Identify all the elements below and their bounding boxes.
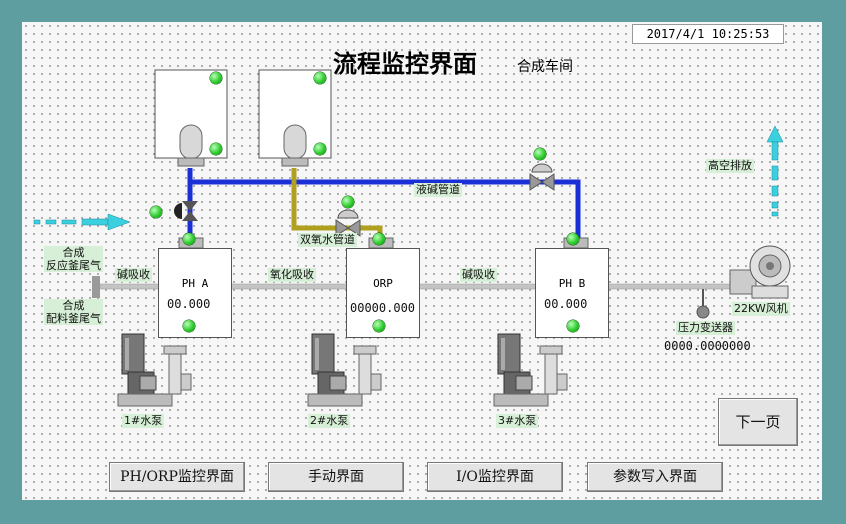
pressure-value: 0000.0000000 bbox=[664, 339, 751, 353]
tank-ph-b-name: PH B bbox=[558, 277, 586, 290]
status-light-icon bbox=[183, 320, 195, 332]
fan-icon bbox=[729, 245, 791, 299]
exhaust-arrow-icon bbox=[766, 125, 784, 217]
tank-ph-a-name: PH A bbox=[181, 277, 209, 290]
status-light-icon bbox=[314, 72, 326, 84]
status-light-icon bbox=[314, 143, 326, 155]
valve-2-icon bbox=[335, 209, 361, 237]
inflow-arrow-icon bbox=[33, 213, 131, 231]
status-light-icon bbox=[342, 196, 354, 208]
status-light-icon bbox=[534, 148, 546, 160]
source-batching-line2: 配料釜尾气 bbox=[46, 312, 101, 325]
status-light-icon bbox=[210, 72, 222, 84]
tank-ph-a-value: 00.000 bbox=[167, 297, 211, 311]
next-page-button[interactable]: 下一页 bbox=[718, 398, 798, 446]
phorp-monitor-button[interactable]: PH/ORP监控界面 bbox=[109, 462, 245, 492]
pump-2-icon bbox=[307, 333, 382, 407]
manual-mode-button[interactable]: 手动界面 bbox=[268, 462, 404, 492]
alkali-absorb-label-1: 碱吸收 bbox=[115, 268, 152, 282]
oxidation-absorb-label: 氧化吸收 bbox=[268, 268, 316, 282]
status-light-icon bbox=[150, 206, 162, 218]
pressure-transmitter-icon bbox=[696, 289, 710, 319]
pump-1-label: 1#水泵 bbox=[122, 414, 165, 428]
pressure-transmitter-label: 压力变送器 bbox=[676, 321, 735, 335]
valve-3-icon bbox=[529, 163, 555, 191]
pump-2-label: 2#水泵 bbox=[308, 414, 351, 428]
valve-1-icon bbox=[174, 201, 198, 221]
tank-orp-value: 00000.000 bbox=[350, 301, 416, 315]
status-light-icon bbox=[567, 320, 579, 332]
pump-1-icon bbox=[117, 333, 192, 407]
status-light-icon bbox=[373, 320, 385, 332]
alkali-pipe bbox=[187, 168, 581, 240]
source-reactor-label: 合成 反应釜尾气 bbox=[44, 246, 103, 272]
status-light-icon bbox=[567, 233, 579, 245]
param-write-button[interactable]: 参数写入界面 bbox=[587, 462, 723, 492]
io-monitor-button[interactable]: I/O监控界面 bbox=[427, 462, 563, 492]
source-batching-line1: 合成 bbox=[62, 299, 85, 312]
tank-orp-name: ORP bbox=[373, 277, 393, 290]
page-title: 流程监控界面 bbox=[333, 49, 477, 78]
tank-ph-a: PH A 00.000 bbox=[158, 248, 232, 338]
tank-ph-b-value: 00.000 bbox=[544, 297, 588, 311]
workshop-subtitle: 合成车间 bbox=[517, 59, 573, 75]
alkali-absorb-label-2: 碱吸收 bbox=[460, 268, 497, 282]
source-reactor-line2: 反应釜尾气 bbox=[46, 259, 101, 272]
status-light-icon bbox=[183, 233, 195, 245]
pump-3-icon bbox=[493, 333, 568, 407]
source-reactor-line1: 合成 bbox=[62, 246, 85, 259]
fan-label: 22KW风机 bbox=[732, 302, 790, 316]
status-light-icon bbox=[210, 143, 222, 155]
peroxide-pipe-label: 双氧水管道 bbox=[298, 233, 357, 247]
status-light-icon bbox=[373, 233, 385, 245]
source-batching-label: 合成 配料釜尾气 bbox=[44, 299, 103, 325]
high-exhaust-label: 高空排放 bbox=[706, 159, 754, 173]
pump-3-label: 3#水泵 bbox=[496, 414, 539, 428]
liquid-alkali-pipe-label: 液碱管道 bbox=[414, 183, 462, 197]
datetime-display: 2017/4/1 10:25:53 bbox=[632, 24, 784, 44]
